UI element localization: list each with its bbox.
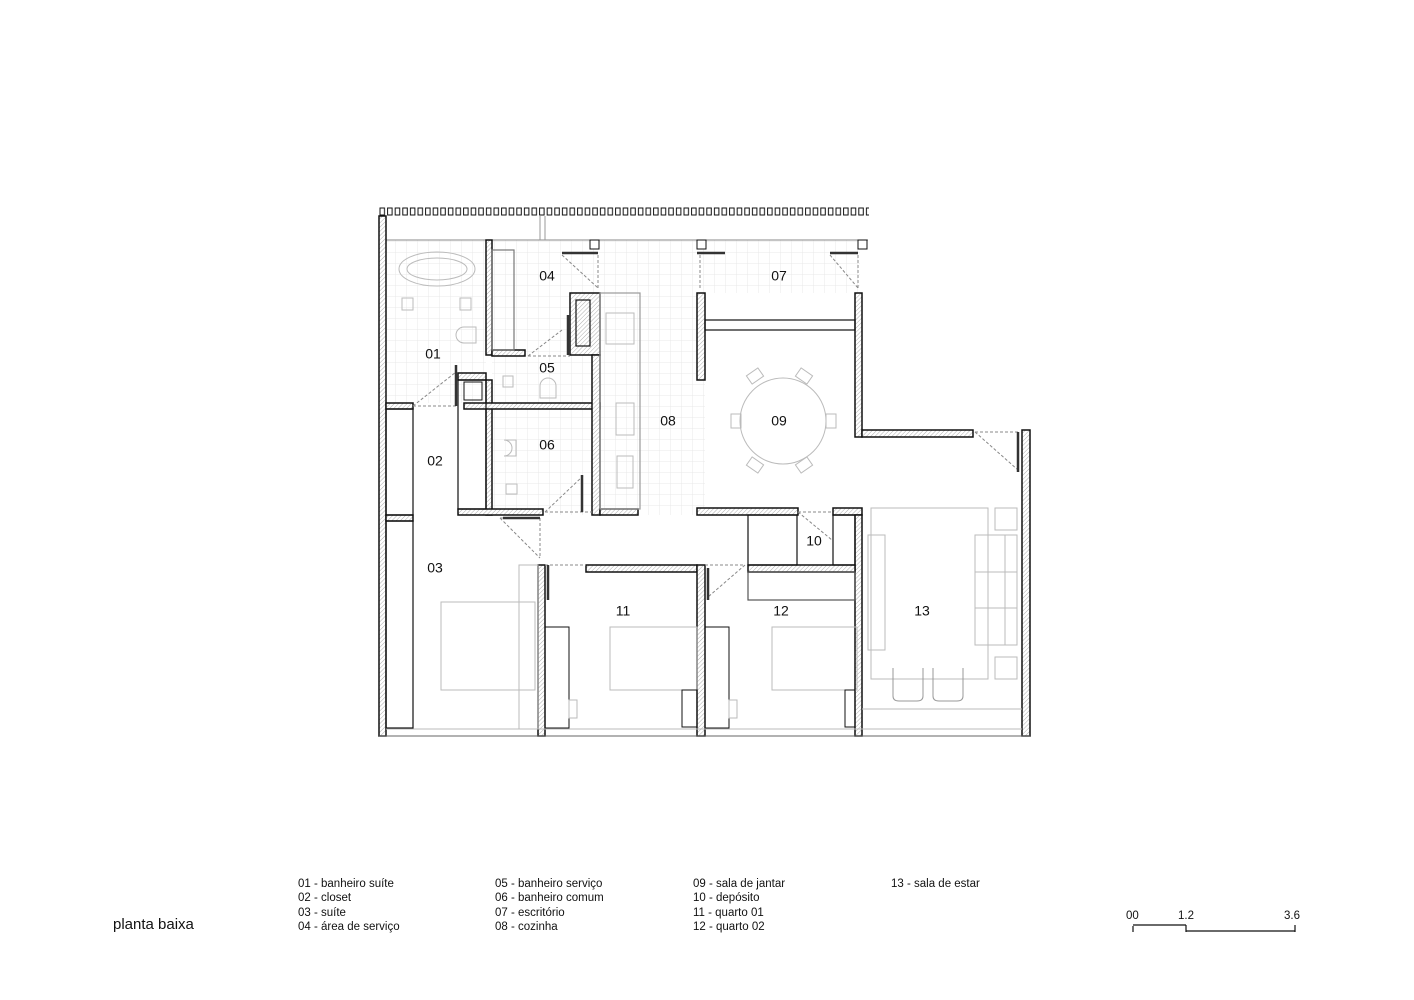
sink bbox=[616, 455, 634, 489]
legend-item: 02 - closet bbox=[298, 892, 352, 905]
legend-item: 04 - área de serviço bbox=[298, 920, 400, 933]
legend-item: 12 - quarto 02 bbox=[693, 920, 765, 933]
balcony-railing bbox=[379, 207, 869, 250]
bed-suite bbox=[440, 601, 536, 691]
legend-item: 09 - sala de jantar bbox=[693, 878, 786, 890]
rug bbox=[870, 507, 989, 680]
toilet bbox=[455, 326, 477, 344]
door-swings bbox=[412, 254, 1019, 598]
room-label-07: 07 bbox=[771, 268, 787, 284]
armchair bbox=[892, 668, 924, 702]
armchair bbox=[932, 668, 964, 702]
room-label-08: 08 bbox=[660, 413, 676, 429]
room-label-10: 10 bbox=[806, 533, 822, 549]
room-label-03: 03 bbox=[427, 560, 443, 576]
sofa bbox=[974, 534, 1018, 646]
scale-label-1: 1.2 bbox=[1178, 910, 1194, 922]
legend-item: 13 - sala de estar bbox=[891, 878, 980, 890]
legend-column-2: 05 - banheiro serviço 06 - banheiro comu… bbox=[495, 877, 604, 934]
furniture bbox=[398, 251, 1022, 730]
scale-label-2: 3.6 bbox=[1284, 910, 1300, 922]
legend-item: 10 - depósito bbox=[693, 892, 760, 905]
tv-unit bbox=[867, 534, 886, 651]
drawing-title: planta baixa bbox=[113, 916, 194, 933]
legend-item: 05 - banheiro serviço bbox=[495, 878, 603, 890]
room-label-06: 06 bbox=[539, 437, 555, 453]
scale-bar bbox=[1132, 924, 1296, 932]
door-leaves bbox=[454, 251, 1020, 600]
legend-item: 11 - quarto 01 bbox=[693, 906, 764, 919]
room-label-01: 01 bbox=[425, 346, 441, 362]
stove bbox=[615, 402, 635, 436]
room-label-13: 13 bbox=[914, 603, 930, 619]
scale-label-0: 00 bbox=[1126, 910, 1139, 922]
legend-item: 03 - suíte bbox=[298, 906, 346, 919]
legend-item: 08 - cozinha bbox=[495, 920, 558, 933]
legend-item: 06 - banheiro comum bbox=[495, 892, 604, 905]
bed-quarto-02 bbox=[771, 626, 858, 691]
legend-column-1: 01 - banheiro suíte 02 - closet 03 - suí… bbox=[298, 877, 400, 934]
legend-column-3: 09 - sala de jantar 10 - depósito 11 - q… bbox=[693, 877, 785, 934]
bed-quarto-01 bbox=[609, 626, 698, 691]
room-label-11: 11 bbox=[616, 603, 631, 619]
built-in-cabinets bbox=[385, 249, 856, 729]
room-label-12: 12 bbox=[773, 603, 789, 619]
room-labels: 04 07 01 05 08 09 06 02 10 03 11 12 13 bbox=[425, 268, 930, 619]
legend-item: 07 - escritório bbox=[495, 906, 565, 919]
bathtub bbox=[398, 251, 476, 287]
legend-column-4: 13 - sala de estar bbox=[891, 877, 980, 891]
room-label-04: 04 bbox=[539, 268, 555, 284]
room-label-02: 02 bbox=[427, 453, 443, 469]
room-label-09: 09 bbox=[771, 413, 787, 429]
room-label-05: 05 bbox=[539, 360, 555, 376]
legend-item: 01 - banheiro suíte bbox=[298, 878, 394, 890]
